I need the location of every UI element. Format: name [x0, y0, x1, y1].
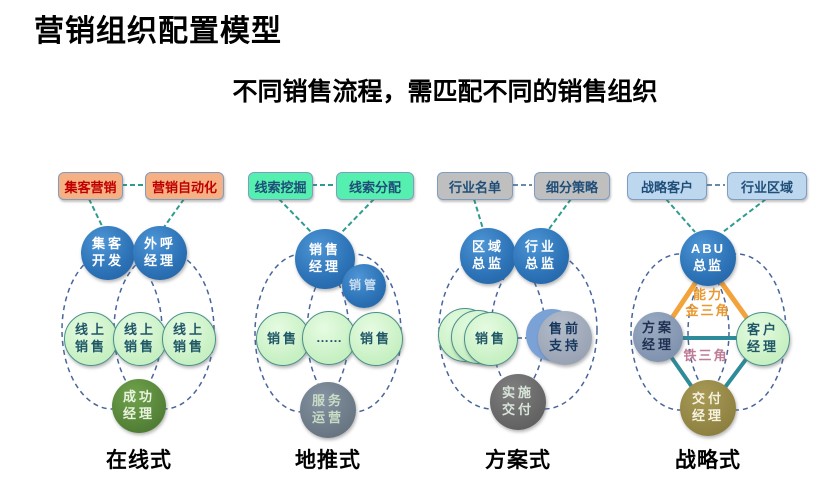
circle-account-manager: 客户 经理	[736, 312, 790, 366]
circle-presales-support: 售前 支持	[538, 311, 592, 365]
dashed-connectors	[88, 184, 767, 233]
circle-solution-manager: 方案 经理	[633, 312, 683, 362]
circle-implementation-delivery: 实施 交付	[490, 374, 546, 430]
circle-delivery-manager: 交付 经理	[680, 380, 736, 436]
circle-field-sales-2: 销售	[349, 312, 403, 366]
page-subtitle: 不同销售流程，需匹配不同的销售组织	[232, 78, 658, 106]
box-strategic-accounts: 战略客户	[627, 172, 707, 200]
column-label-online: 在线式	[106, 449, 172, 472]
box-segment-strategy: 细分策略	[534, 172, 610, 200]
circle-online-sales-1: 线上 销售	[64, 312, 118, 366]
circle-online-sales-2: 线上 销售	[113, 312, 167, 366]
box-lead-assignment: 线索分配	[336, 172, 414, 200]
page-title: 营销组织配置模型	[34, 15, 282, 48]
column-label-strategic: 战略式	[675, 449, 741, 472]
circle-abu-director: ABU 总监	[680, 230, 736, 286]
circle-field-sales-1: 销售	[256, 312, 310, 366]
circle-online-sales-3: 线上 销售	[162, 312, 216, 366]
iron-triangle-label: 铁三角	[683, 348, 729, 363]
circle-success-manager: 成功 经理	[112, 379, 166, 433]
circle-industry-director: 行业 总监	[513, 228, 569, 284]
circle-inbound-dev: 集客 开发	[81, 226, 135, 280]
circle-sales-stack-front: 销售	[464, 312, 518, 366]
box-marketing-automation: 营销自动化	[145, 172, 224, 200]
circle-service-operations: 服务 运营	[300, 382, 356, 438]
box-inbound-marketing: 集客营销	[58, 172, 123, 200]
box-industry-region: 行业区域	[727, 172, 807, 200]
column-label-field: 地推式	[295, 449, 361, 472]
gold-triangle-label: 能力 金三角	[685, 287, 731, 319]
circle-sales-ops: 销管	[342, 264, 386, 308]
circle-regional-director: 区域 总监	[460, 228, 516, 284]
box-industry-list: 行业名单	[437, 172, 513, 200]
column-label-solution: 方案式	[485, 449, 551, 472]
circle-outbound-manager: 外呼 经理	[133, 226, 187, 280]
box-lead-mining: 线索挖掘	[248, 172, 313, 200]
circle-field-sales-ellipsis: ……	[302, 311, 356, 365]
